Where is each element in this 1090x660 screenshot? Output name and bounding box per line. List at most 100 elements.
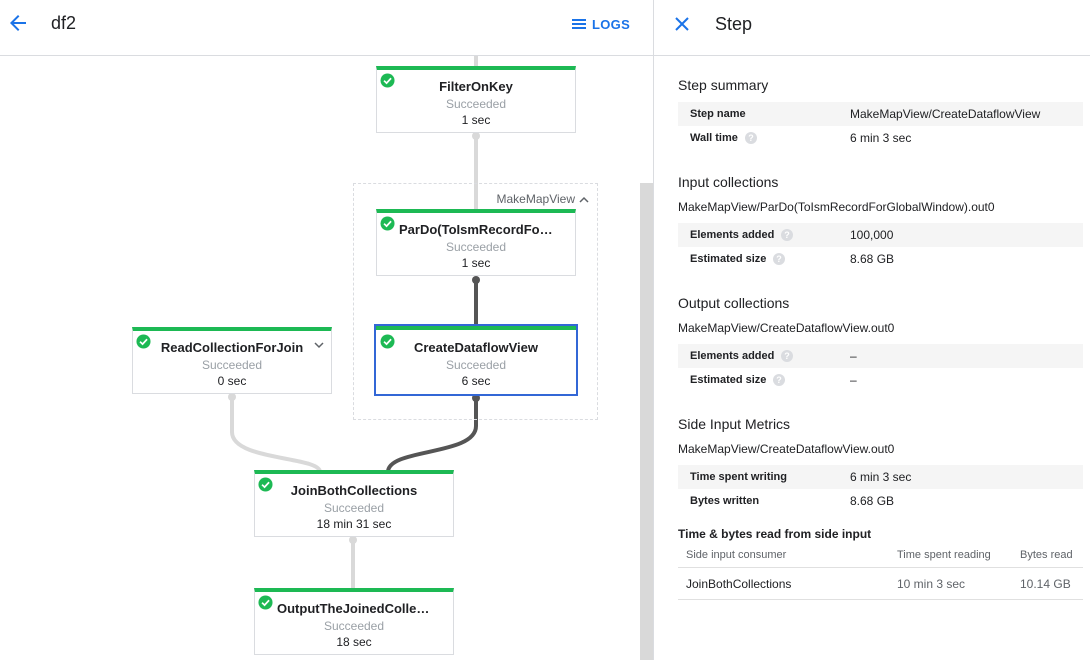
check-circle-icon <box>380 73 395 88</box>
node-createdataflowview[interactable]: CreateDataflowView Succeeded 6 sec <box>374 324 578 396</box>
node-status: Succeeded <box>445 240 507 254</box>
kv-row-elements-added: Elements added ? 100,000 <box>678 223 1083 247</box>
node-time: 18 min 31 sec <box>316 517 392 531</box>
graph-scrollbar[interactable] <box>640 183 653 660</box>
kv-key: Elements added <box>690 350 775 362</box>
header-divider <box>678 567 1083 568</box>
makemapview-group: MakeMapView <box>353 183 598 420</box>
port <box>472 132 480 140</box>
step-panel: Step Step summary Step name MakeMapView/… <box>653 0 1090 660</box>
check-circle-icon <box>380 334 395 349</box>
kv-row-wall-time: Wall time ? 6 min 3 sec <box>678 126 1083 150</box>
node-joinbothcollections[interactable]: JoinBothCollections Succeeded 18 min 31 … <box>254 470 454 537</box>
port <box>228 393 236 401</box>
kv-row-time-spent-writing: Time spent writing 6 min 3 sec <box>678 465 1083 489</box>
node-time: 1 sec <box>461 113 491 127</box>
kv-value: MakeMapView/CreateDataflowView <box>850 107 1041 121</box>
edge-createdataflowview-join <box>386 397 478 473</box>
node-name: OutputTheJoinedCollec... <box>277 601 435 616</box>
kv-key: Elements added <box>690 229 775 241</box>
close-icon[interactable] <box>674 16 690 32</box>
help-icon[interactable]: ? <box>744 132 757 144</box>
kv-value: – <box>850 373 857 387</box>
column-header[interactable]: Side input consumer <box>686 549 787 561</box>
section-title-side-input-metrics: Side Input Metrics <box>678 416 791 432</box>
kv-key: Time spent writing <box>690 471 787 483</box>
kv-value: 100,000 <box>850 228 894 242</box>
back-arrow-icon[interactable] <box>6 11 30 35</box>
table-cell-consumer: JoinBothCollections <box>686 577 792 591</box>
group-label[interactable]: MakeMapView <box>497 192 589 206</box>
kv-row-estimated-size: Estimated size ? – <box>678 368 1083 392</box>
side-input-path: MakeMapView/CreateDataflowView.out0 <box>678 442 895 456</box>
node-time: 1 sec <box>461 256 491 270</box>
node-name: ReadCollectionForJoin <box>160 340 304 355</box>
port <box>472 394 480 402</box>
node-readcollectionforjoin[interactable]: ReadCollectionForJoin Succeeded 0 sec <box>132 327 332 394</box>
column-header[interactable]: Time spent reading <box>897 549 991 561</box>
help-icon[interactable]: ? <box>781 229 794 241</box>
side-input-table-title: Time & bytes read from side input <box>678 527 872 541</box>
kv-key: Step name <box>690 108 746 120</box>
help-icon[interactable]: ? <box>773 253 786 265</box>
kv-key: Estimated size <box>690 374 767 386</box>
job-title: df2 <box>51 13 77 33</box>
svg-text:?: ? <box>777 254 783 264</box>
check-circle-icon <box>258 595 273 610</box>
chevron-down-icon[interactable] <box>313 339 325 351</box>
kv-key: Bytes written <box>690 495 760 507</box>
kv-row-step-name: Step name MakeMapView/CreateDataflowView <box>678 102 1083 126</box>
node-status: Succeeded <box>323 619 385 633</box>
node-outputthejoinedcollection[interactable]: OutputTheJoinedCollec... Succeeded 18 se… <box>254 588 454 655</box>
svg-text:?: ? <box>785 230 791 240</box>
node-name: CreateDataflowView <box>413 340 539 355</box>
port <box>472 276 480 284</box>
kv-key: Wall time <box>690 132 738 144</box>
check-circle-icon <box>136 334 151 349</box>
check-circle-icon <box>258 477 273 492</box>
help-icon[interactable]: ? <box>781 350 794 362</box>
status-bar <box>376 326 576 330</box>
section-title-input-collections: Input collections <box>678 174 779 190</box>
node-time: 18 sec <box>336 635 372 649</box>
node-status: Succeeded <box>445 97 507 111</box>
kv-value: 8.68 GB <box>850 494 895 508</box>
node-status: Succeeded <box>201 358 263 372</box>
kv-value: 6 min 3 sec <box>850 131 912 145</box>
kv-row-bytes-written: Bytes written 8.68 GB <box>678 489 1083 513</box>
kv-key: Estimated size <box>690 253 767 265</box>
node-time: 6 sec <box>461 374 491 388</box>
port <box>349 536 357 544</box>
panel-header: Step <box>654 0 1090 56</box>
check-circle-icon <box>380 216 395 231</box>
svg-text:?: ? <box>748 133 754 143</box>
node-name: FilterOnKey <box>439 79 513 94</box>
graph-edges <box>228 56 480 591</box>
kv-row-elements-added: Elements added ? – <box>678 344 1083 368</box>
list-icon <box>572 19 586 29</box>
table-cell-time: 10 min 3 sec <box>897 577 966 591</box>
input-collection-path: MakeMapView/ParDo(ToIsmRecordForGlobalWi… <box>678 200 995 214</box>
section-title-output-collections: Output collections <box>678 295 790 311</box>
node-status: Succeeded <box>323 501 385 515</box>
graph-pane: df2 LOGS MakeMapView <box>0 0 653 660</box>
node-time: 0 sec <box>217 374 247 388</box>
pipeline-graph: MakeMapView FilterOnKey Succeeded 1 sec … <box>0 56 640 660</box>
logs-button[interactable]: LOGS <box>572 15 630 33</box>
kv-value: 8.68 GB <box>850 252 895 266</box>
kv-value: – <box>850 349 857 363</box>
help-icon[interactable]: ? <box>773 374 786 386</box>
svg-text:?: ? <box>777 375 783 385</box>
column-header[interactable]: Bytes read <box>1020 549 1073 561</box>
section-title-step-summary: Step summary <box>678 77 769 93</box>
output-collection-path: MakeMapView/CreateDataflowView.out0 <box>678 321 895 335</box>
node-filteronkey[interactable]: FilterOnKey Succeeded 1 sec <box>376 66 576 133</box>
job-header: df2 LOGS <box>0 0 653 56</box>
node-pardo[interactable]: ParDo(ToIsmRecordFor... Succeeded 1 sec <box>376 209 576 276</box>
panel-title: Step <box>715 14 753 34</box>
table-cell-bytes: 10.14 GB <box>1020 577 1071 591</box>
side-input-table: Side input consumer Time spent reading B… <box>678 543 1083 600</box>
kv-row-estimated-size: Estimated size ? 8.68 GB <box>678 247 1083 271</box>
svg-text:?: ? <box>785 351 791 361</box>
kv-value: 6 min 3 sec <box>850 470 912 484</box>
